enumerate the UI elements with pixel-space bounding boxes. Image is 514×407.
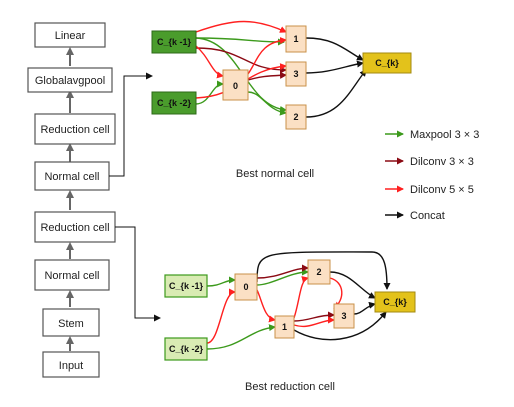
normal-node-2-label: 2 xyxy=(293,112,298,122)
edge-concat xyxy=(293,311,387,341)
edge-dilconv5 xyxy=(247,36,287,75)
block-reduction-cell-top-label: Reduction cell xyxy=(40,124,109,136)
legend-maxpool-label: Maxpool 3 × 3 xyxy=(410,129,479,141)
reduction-node-2-label: 2 xyxy=(316,267,321,277)
block-normal-cell-top-label: Normal cell xyxy=(44,171,99,183)
reduction-node-2 xyxy=(307,259,331,285)
legend-dilconv5-label: Dilconv 5 × 5 xyxy=(410,184,474,196)
reduction-node-1 xyxy=(274,315,295,339)
block-globalavgpool-label: Globalavgpool xyxy=(35,75,105,87)
normal-node-1-label: 1 xyxy=(293,34,298,44)
legend-dilconv3-label: Dilconv 3 × 3 xyxy=(410,156,474,168)
edge-concat xyxy=(256,251,391,290)
reduction-cell-detail-pointer xyxy=(115,226,161,322)
edge-dilconv5 xyxy=(206,288,236,344)
normal-cell-caption: Best normal cell xyxy=(236,168,314,180)
reduction-output-ck-label: C_{k} xyxy=(383,297,407,307)
reduction-input-ck2-label: C_{k -2} xyxy=(169,344,204,354)
edge-maxpool xyxy=(206,324,276,350)
normal-input-ck1 xyxy=(151,30,197,54)
block-normal-cell-top xyxy=(34,161,110,191)
normal-node-0 xyxy=(222,69,249,101)
block-reduction-cell-bottom-label: Reduction cell xyxy=(40,222,109,234)
edge-maxpool xyxy=(247,91,287,116)
normal-node-2 xyxy=(285,104,307,130)
reduction-node-3 xyxy=(333,303,355,329)
normal-node-3 xyxy=(285,61,307,87)
edge-concat xyxy=(353,301,376,315)
block-normal-cell-bottom-label: Normal cell xyxy=(44,270,99,282)
normal-node-1 xyxy=(285,25,307,53)
normal-input-ck1-label: C_{k -1} xyxy=(157,37,192,47)
block-globalavgpool xyxy=(27,67,113,93)
normal-output-ck-label: C_{k} xyxy=(375,58,399,68)
normal-cell-diagram: C_{k -1} C_{k -2} 0 1 2 3 C_{k} xyxy=(151,20,412,130)
edge-dilconv5 xyxy=(293,316,335,328)
edge-maxpool xyxy=(206,276,236,287)
reduction-node-0-label: 0 xyxy=(243,282,248,292)
block-input-label: Input xyxy=(59,360,83,372)
edge-dilconv5 xyxy=(195,20,287,33)
reduction-node-3-label: 3 xyxy=(341,311,346,321)
reduction-input-ck2 xyxy=(164,337,208,361)
block-reduction-cell-top xyxy=(34,113,116,145)
reduction-cell-caption: Best reduction cell xyxy=(245,381,335,393)
reduction-input-ck1 xyxy=(164,274,208,298)
backbone: Linear Globalavgpool Reduction cell Norm… xyxy=(27,22,161,378)
normal-cell-detail-pointer xyxy=(109,72,153,177)
block-linear-label: Linear xyxy=(55,30,86,42)
reduction-node-1-label: 1 xyxy=(282,322,287,332)
edge-dilconv5 xyxy=(195,45,224,79)
normal-input-ck2-label: C_{k -2} xyxy=(157,98,192,108)
normal-output-ck xyxy=(362,52,412,74)
reduction-input-ck1-label: C_{k -1} xyxy=(169,281,204,291)
edge-dilconv5 xyxy=(293,276,309,319)
block-linear xyxy=(34,22,106,48)
edge-concat xyxy=(329,271,376,299)
edge-maxpool xyxy=(195,80,224,105)
normal-node-0-label: 0 xyxy=(233,81,238,91)
edge-dilconv3 xyxy=(195,47,287,74)
reduction-cell-diagram: C_{k -1} C_{k -2} 0 1 2 3 C_{k} xyxy=(164,251,416,361)
normal-input-ck2 xyxy=(151,91,197,115)
edge-concat xyxy=(305,69,367,118)
legend: Maxpool 3 × 3 Dilconv 3 × 3 Dilconv 5 × … xyxy=(385,129,479,222)
legend-concat-label: Concat xyxy=(410,210,445,222)
block-normal-cell-bottom xyxy=(34,259,110,291)
block-reduction-cell-bottom xyxy=(34,211,116,243)
edge-concat xyxy=(305,37,364,61)
edge-dilconv3 xyxy=(293,311,335,322)
normal-node-3-label: 3 xyxy=(293,69,298,79)
edge-dilconv3 xyxy=(247,71,287,81)
edge-maxpool xyxy=(256,268,309,286)
block-stem-label: Stem xyxy=(58,318,84,330)
edge-dilconv3 xyxy=(256,264,309,279)
edge-dilconv5 xyxy=(256,289,276,323)
reduction-node-0 xyxy=(234,273,258,301)
edge-concat xyxy=(305,60,364,74)
block-stem xyxy=(42,308,100,337)
reduction-output-ck xyxy=(374,291,416,313)
block-input xyxy=(42,351,100,378)
